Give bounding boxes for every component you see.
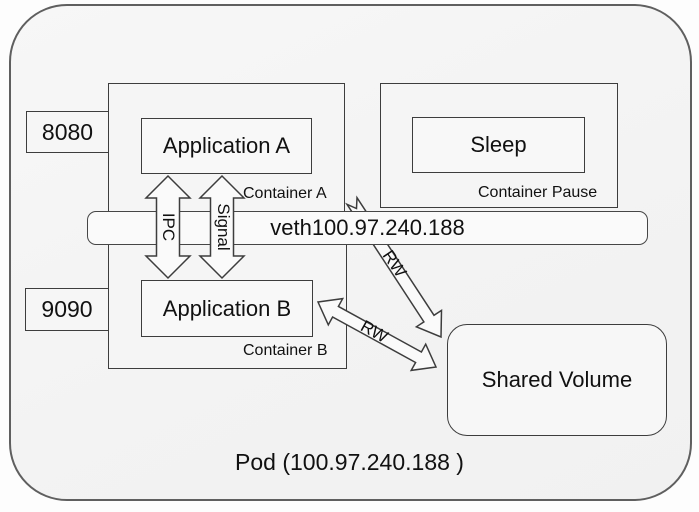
- port-8080-label: 8080: [41, 118, 94, 145]
- application-a-label: Application A: [162, 133, 291, 158]
- port-9090-box: 9090: [25, 288, 109, 331]
- application-b-box: Application B: [141, 280, 313, 337]
- shared-volume-box: Shared Volume: [447, 324, 667, 436]
- container-b-label: Container B: [243, 342, 328, 359]
- veth-label: veth100.97.240.188: [270, 215, 465, 240]
- application-a-box: Application A: [141, 118, 312, 174]
- ipc-arrow-label: IPC: [159, 212, 178, 242]
- application-b-label: Application B: [162, 295, 292, 321]
- pod-label: Pod (100.97.240.188 ): [235, 449, 464, 475]
- port-9090-label: 9090: [41, 296, 93, 322]
- signal-arrow-label: Signal: [214, 203, 233, 251]
- sleep-box: Sleep: [412, 117, 585, 173]
- container-a-label: Container A: [243, 185, 327, 202]
- port-8080-box: 8080: [26, 111, 109, 153]
- shared-volume-label: Shared Volume: [481, 367, 633, 392]
- sleep-label: Sleep: [470, 132, 527, 157]
- container-pause-label: Container Pause: [478, 184, 598, 201]
